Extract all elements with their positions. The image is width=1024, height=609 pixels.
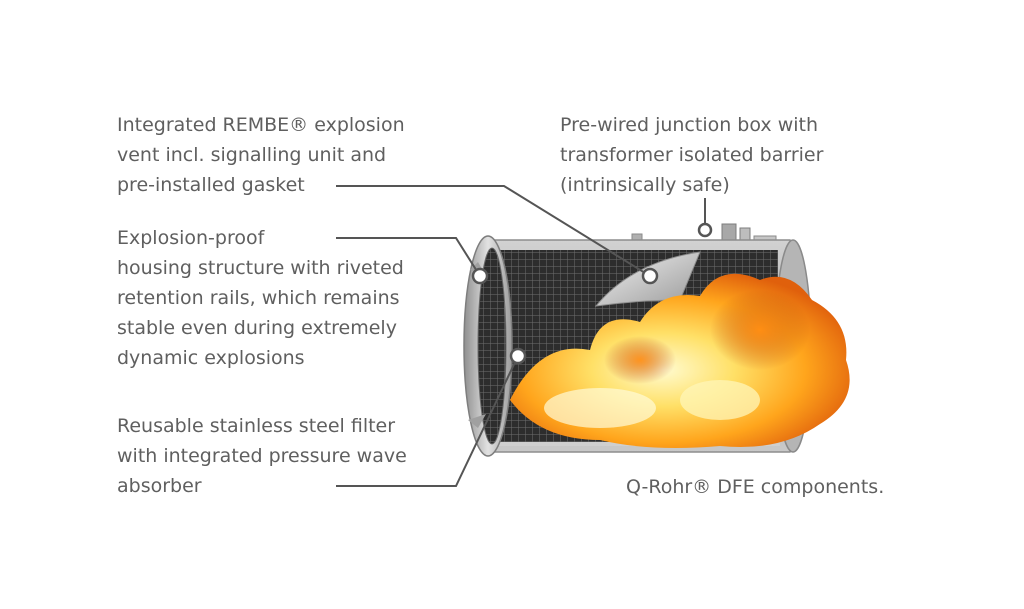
callout-housing-line: housing structure with riveted — [117, 257, 404, 279]
callout-explosion-vent-line: vent incl. signalling unit and — [117, 144, 387, 166]
callout-filter-line: Reusable stainless steel filter — [117, 415, 396, 437]
callout-filter: Reusable stainless steel filter with int… — [117, 411, 407, 501]
callout-housing-line: Explosion-proof — [117, 227, 265, 249]
callout-junction-box-line: Pre-wired junction box with — [560, 114, 819, 136]
flame — [510, 273, 850, 448]
callout-filter-line: with integrated pressure wave — [117, 445, 407, 467]
callout-housing-line: stable even during extremely — [117, 317, 397, 339]
callout-explosion-vent-line: Integrated REMBE® explosion — [117, 114, 405, 136]
leader-filter — [336, 355, 519, 487]
figure-caption: Q-Rohr® DFE components. — [626, 476, 885, 498]
callout-explosion-vent: Integrated REMBE® explosion vent incl. s… — [117, 110, 405, 200]
callout-junction-box: Pre-wired junction box with transformer … — [560, 110, 823, 200]
callout-housing-line: retention rails, which remains — [117, 287, 400, 309]
leader-lines — [336, 185, 706, 487]
callout-junction-box-line: transformer isolated barrier — [560, 144, 824, 166]
callout-explosion-vent-line: pre-installed gasket — [117, 174, 305, 196]
callout-housing-line: dynamic explosions — [117, 347, 305, 369]
leader-endpoints — [471, 222, 713, 365]
callout-junction-box-line: (intrinsically safe) — [560, 174, 730, 196]
front-flange — [463, 235, 513, 457]
leader-housing — [336, 237, 481, 277]
callout-filter-line: absorber — [117, 475, 202, 497]
leader-explosion-vent — [336, 185, 651, 277]
callout-housing: Explosion-proof housing structure with r… — [117, 223, 404, 373]
